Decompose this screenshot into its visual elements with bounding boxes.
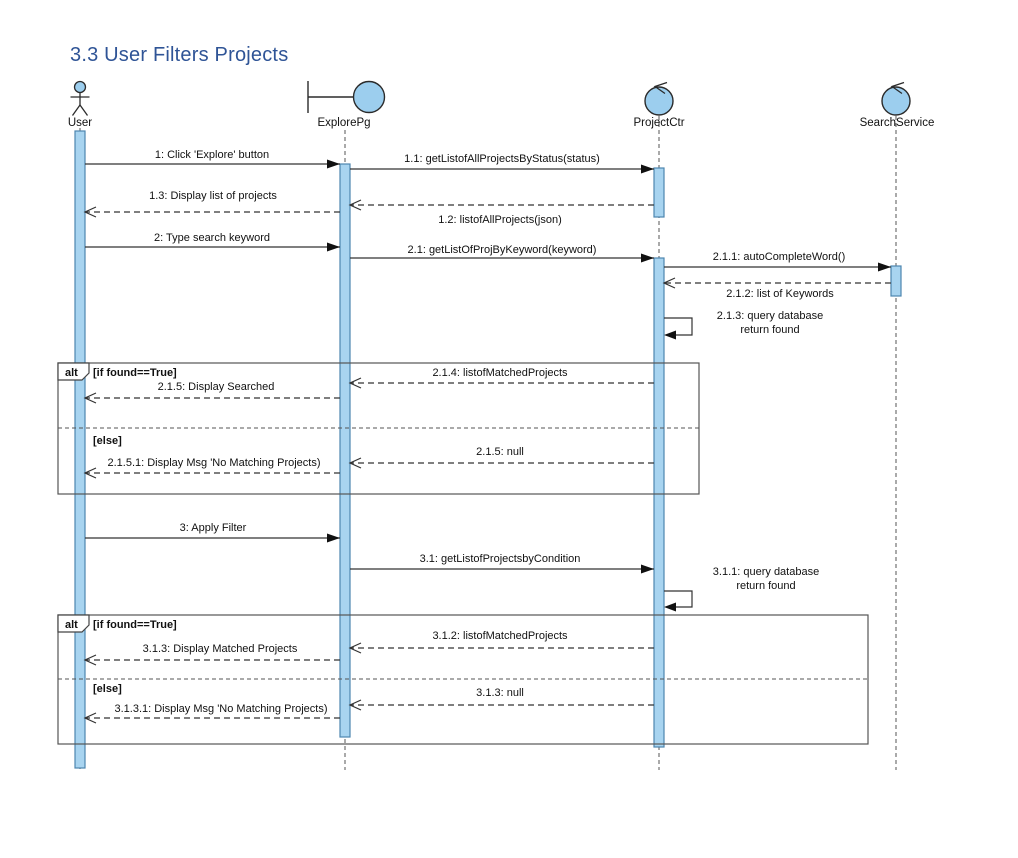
actor-leg-right bbox=[79, 104, 89, 116]
open-arrowhead bbox=[83, 467, 97, 479]
boundary-icon bbox=[307, 80, 386, 114]
open-arrowhead bbox=[348, 199, 362, 211]
alt-operator-pentagon bbox=[57, 614, 90, 633]
arrowhead bbox=[327, 533, 340, 543]
page-title: 3.3 User Filters Projects bbox=[70, 44, 289, 66]
alt-operator-label: alt bbox=[65, 619, 78, 631]
control-arrow bbox=[653, 81, 668, 95]
open-arrowhead bbox=[662, 277, 676, 289]
control-arrow bbox=[890, 81, 905, 95]
open-arrowhead bbox=[348, 699, 362, 711]
arrowhead bbox=[641, 564, 654, 574]
activation-bar bbox=[653, 257, 665, 748]
arrowhead bbox=[641, 253, 654, 263]
alt-operator-pentagon bbox=[57, 362, 90, 381]
open-arrowhead bbox=[348, 377, 362, 389]
open-arrowhead bbox=[83, 712, 97, 724]
control-icon bbox=[644, 81, 674, 116]
control-circle bbox=[644, 86, 674, 116]
control-circle bbox=[881, 86, 911, 116]
actor-head bbox=[73, 80, 87, 94]
open-arrowhead bbox=[83, 206, 97, 218]
activation-bar bbox=[890, 265, 902, 297]
alt-operator-label: alt bbox=[65, 367, 78, 379]
activation-bar bbox=[74, 130, 86, 769]
arrowhead bbox=[664, 330, 676, 340]
actor-leg-left bbox=[71, 104, 81, 116]
arrowhead bbox=[664, 602, 676, 612]
open-arrowhead bbox=[83, 654, 97, 666]
actor-icon bbox=[70, 80, 90, 116]
arrowhead bbox=[878, 262, 891, 272]
arrowhead bbox=[327, 242, 340, 252]
activation-bar bbox=[653, 167, 665, 218]
arrowhead bbox=[327, 159, 340, 169]
self-message-line bbox=[664, 317, 693, 336]
open-arrowhead bbox=[348, 457, 362, 469]
open-arrowhead bbox=[83, 392, 97, 404]
boundary-circle bbox=[352, 80, 386, 114]
control-icon bbox=[881, 81, 911, 116]
activation-bar bbox=[339, 163, 351, 738]
open-arrowhead bbox=[348, 642, 362, 654]
self-message-line bbox=[664, 590, 693, 608]
arrowhead bbox=[641, 164, 654, 174]
